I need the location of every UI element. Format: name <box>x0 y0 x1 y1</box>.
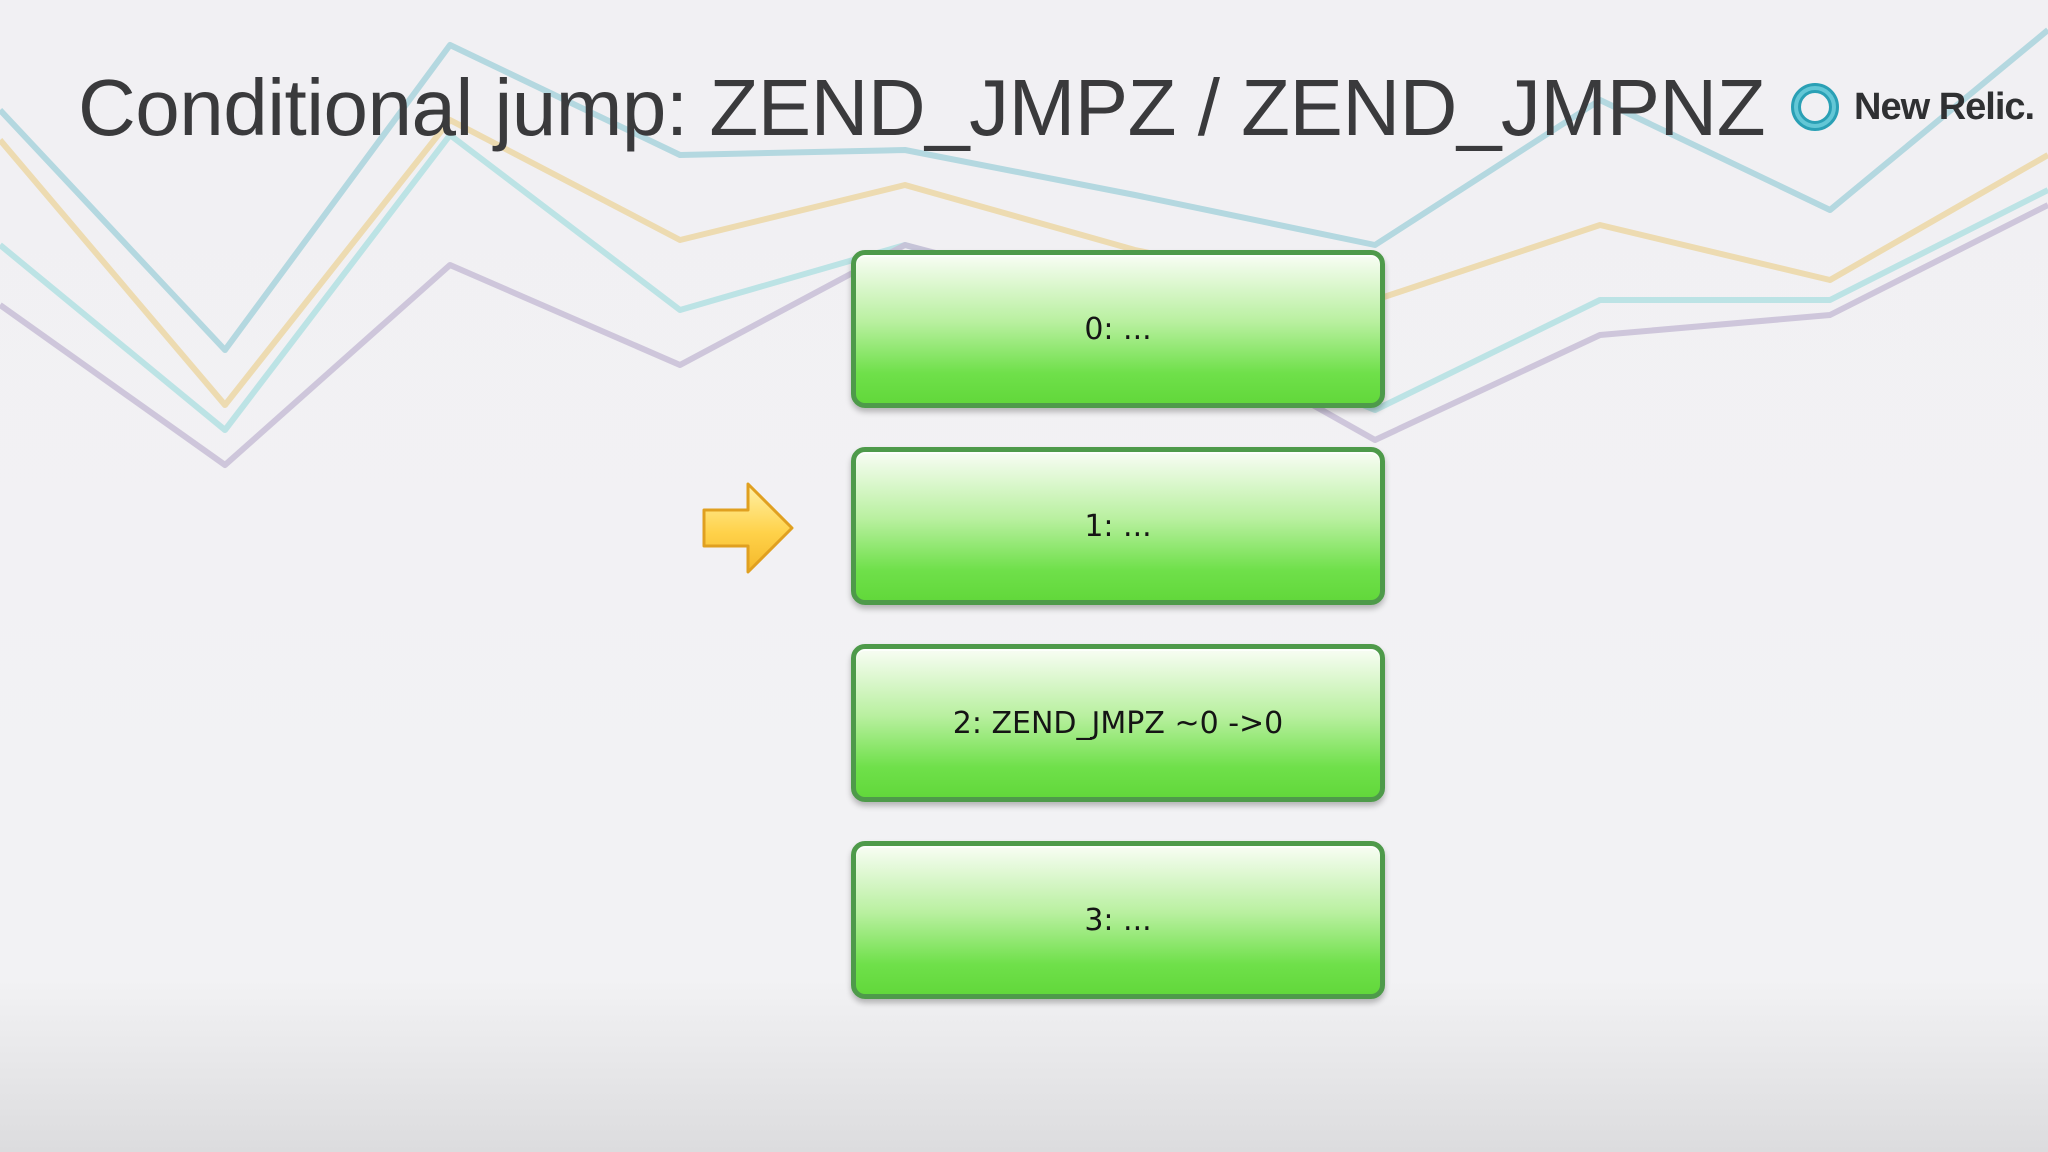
opcode-box-0: 0: ... <box>851 250 1385 408</box>
opcode-label-1: 1: ... <box>1084 508 1152 544</box>
opcode-label-2: 2: ZEND_JMPZ ~0 ->0 <box>952 705 1284 741</box>
bg-line-blue-top <box>0 27 2048 353</box>
opcode-label-0: 0: ... <box>1084 311 1152 347</box>
opcode-box-3: 3: ... <box>851 841 1385 999</box>
opcode-box-1: 1: ... <box>851 447 1385 605</box>
new-relic-logo: New Relic. <box>1790 82 2035 132</box>
new-relic-ring-icon <box>1791 83 1839 131</box>
arrow-right-icon <box>702 482 794 574</box>
bg-line-yellow <box>0 117 2048 408</box>
opcode-label-3: 3: ... <box>1084 902 1152 938</box>
logo-text: New Relic. <box>1854 85 2035 128</box>
slide-title: Conditional jump: ZEND_JMPZ / ZEND_JMPNZ <box>78 63 1766 152</box>
opcode-box-2: 2: ZEND_JMPZ ~0 ->0 <box>851 644 1385 802</box>
